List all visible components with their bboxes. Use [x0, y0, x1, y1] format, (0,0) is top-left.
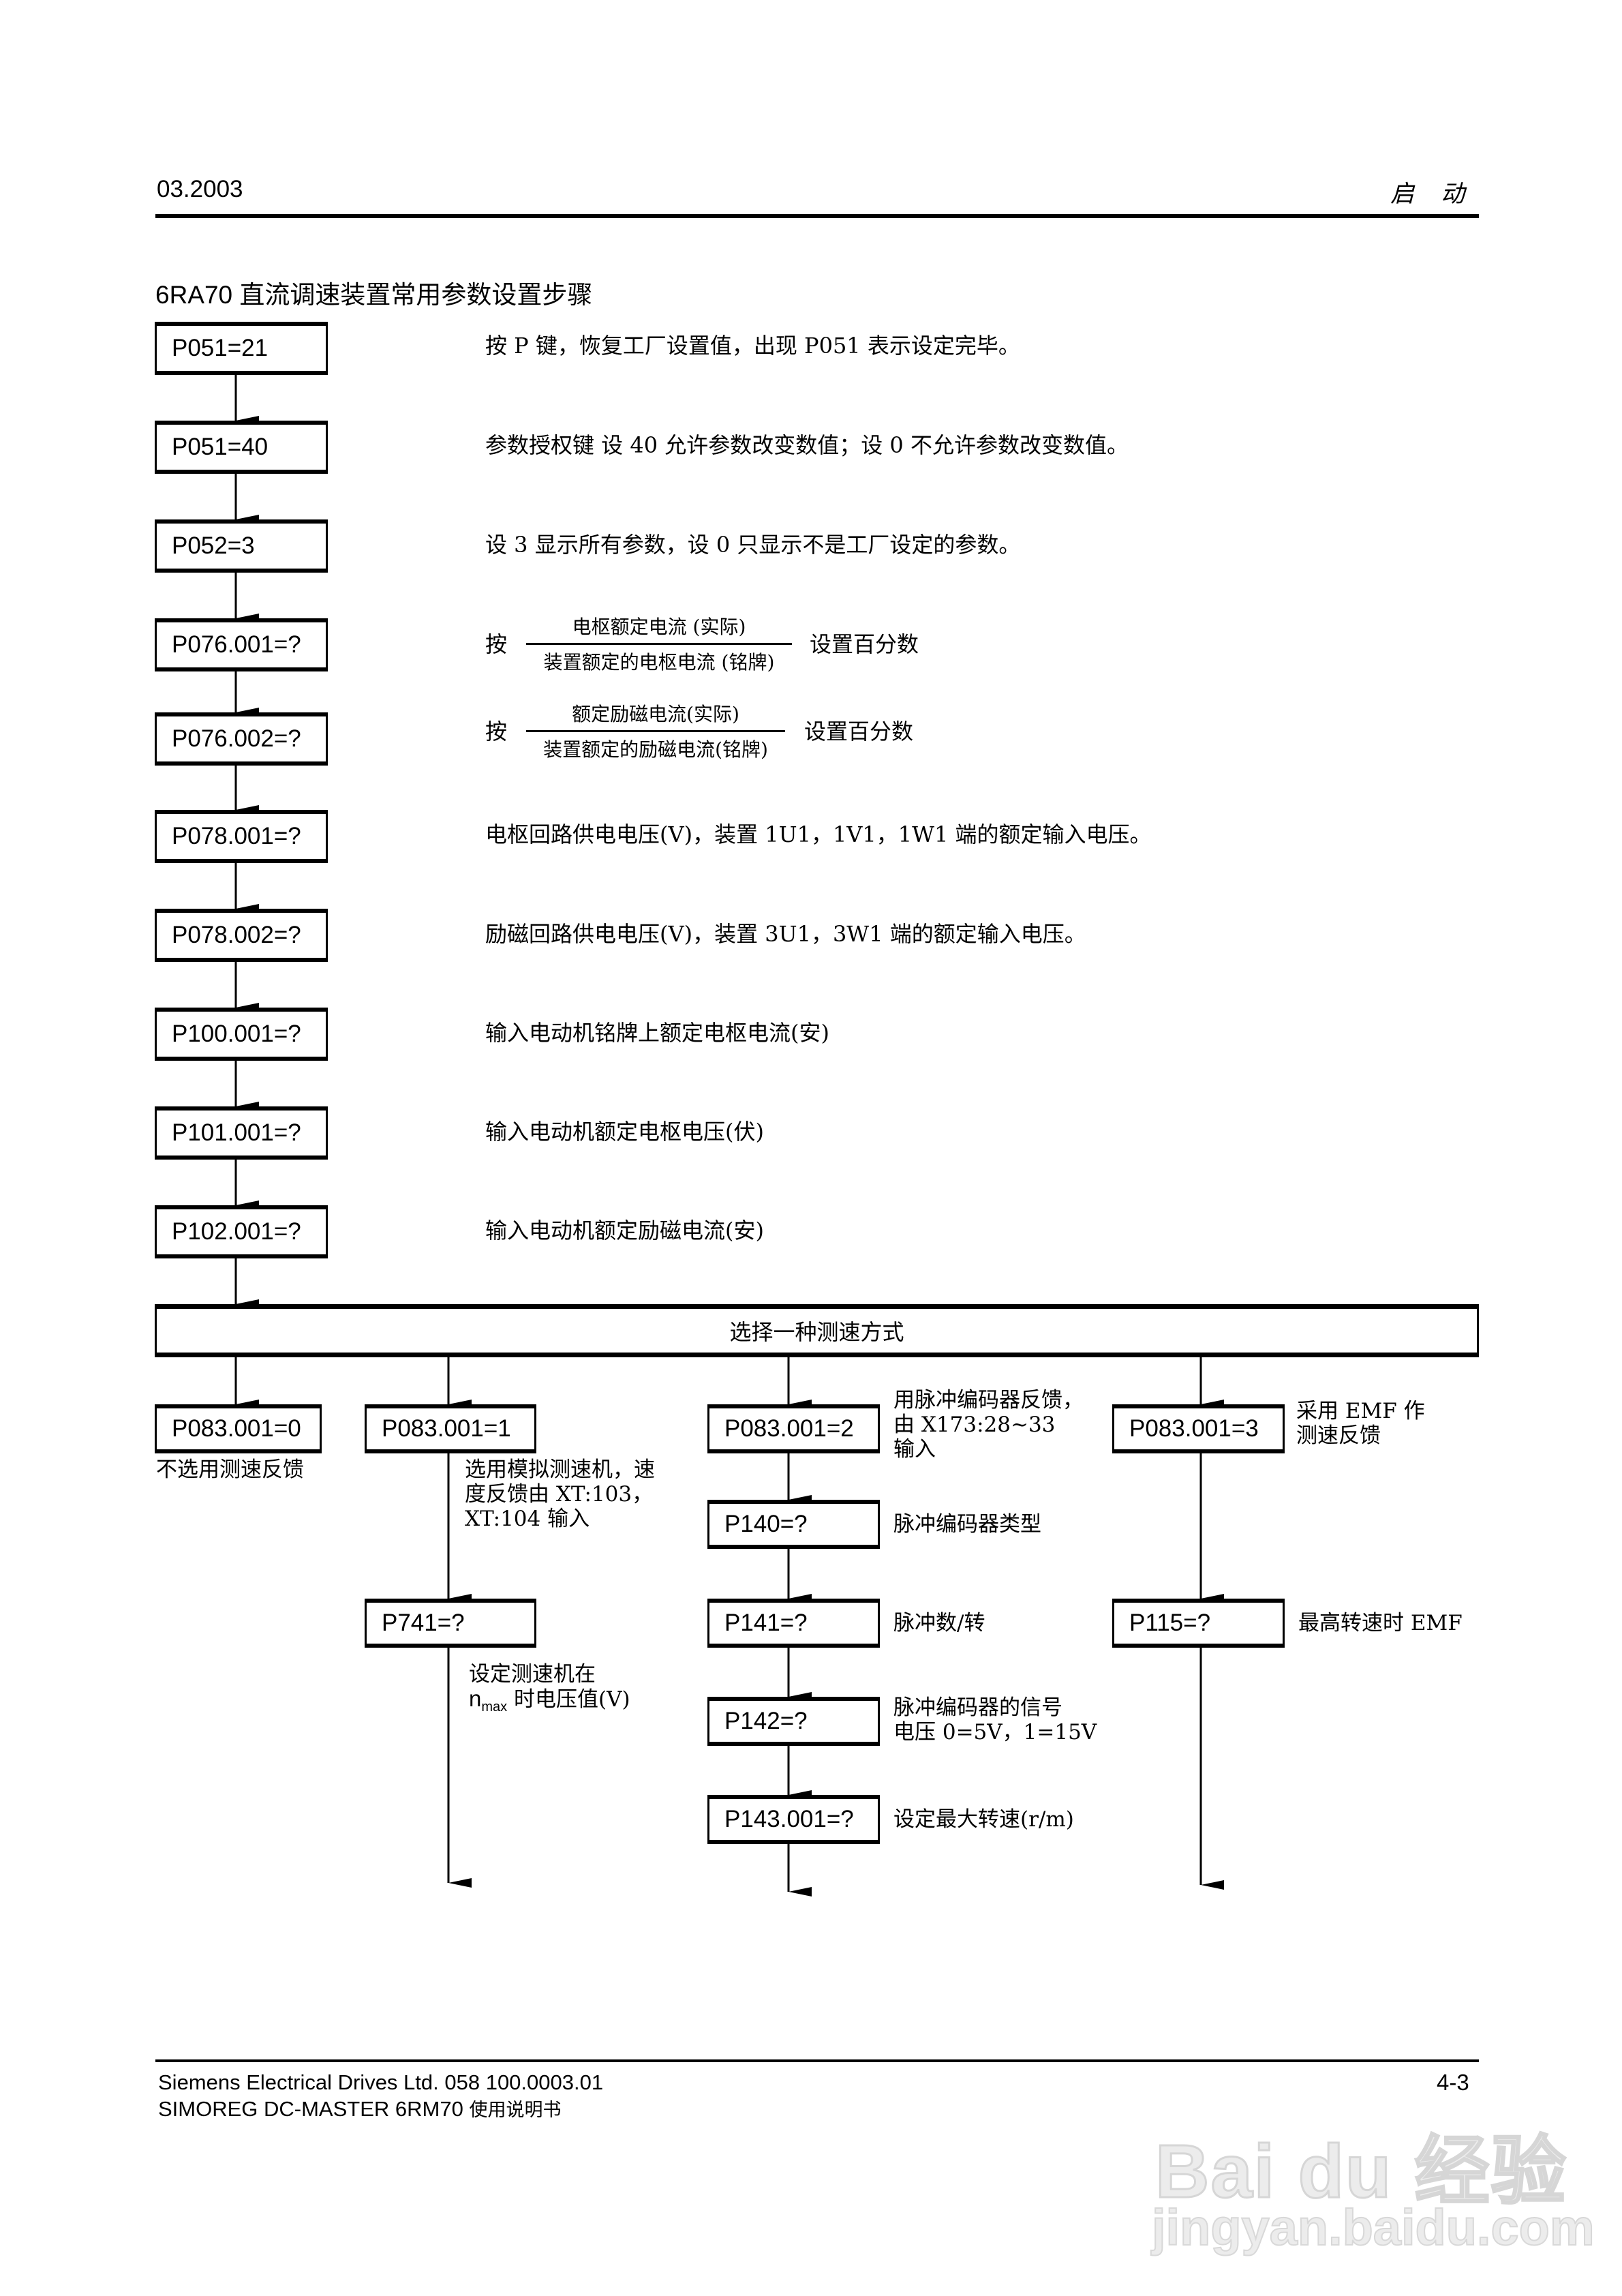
- footer-manual-label: 使用说明书: [469, 2100, 562, 2121]
- step-box-p101-001: P101.001=?: [155, 1106, 328, 1160]
- fraction-numerator-armature: 电枢额定电流 (实际): [572, 616, 746, 638]
- step-desc-p101-001: 输入电动机额定电枢电压(伏): [485, 1119, 764, 1145]
- baidu-watermark-url: jingyan.baidu.com: [1151, 2199, 1595, 2256]
- fraction-line: [526, 730, 785, 732]
- header-section: 启 动: [1390, 181, 1475, 208]
- substep-box-p741: P741=?: [365, 1599, 536, 1648]
- note-line: nmax 时电压值(V): [469, 1687, 630, 1719]
- substep-box-p142: P142=?: [707, 1697, 880, 1746]
- note-text: 时电压值(V): [507, 1687, 630, 1712]
- step-box-p076-001: P076.001=?: [155, 618, 328, 671]
- note-line: 不选用测速反馈: [156, 1457, 304, 1482]
- header-date: 03.2003: [157, 176, 243, 202]
- branch-box-p083-001-0: P083.001=0: [155, 1404, 322, 1453]
- page-title: 6RA70 直流调速装置常用参数设置步骤: [155, 281, 593, 309]
- step-box-p100-001: P100.001=?: [155, 1008, 328, 1061]
- step-desc-p051-40: 参数授权键 设 40 允许参数改变数值；设 0 不允许参数改变数值。: [485, 432, 1129, 458]
- note-line: 测速反馈: [1296, 1423, 1381, 1448]
- branch-note-no-feedback: 不选用测速反馈: [156, 1457, 304, 1482]
- step-box-p051-21: P051=21: [155, 322, 328, 375]
- fraction-denominator-field: 装置额定的励磁电流(铭牌): [543, 738, 768, 761]
- select-speed-feedback-mode-box: 选择一种测速方式: [155, 1304, 1479, 1357]
- step-desc-p076-001-suffix: 设置百分数: [810, 631, 919, 657]
- note-line: 度反馈由 XT:103，: [465, 1482, 654, 1507]
- branch-box-p083-001-1: P083.001=1: [365, 1404, 536, 1453]
- substep-note-p142: 脉冲编码器的信号 电压 0=5V，1=15V: [893, 1695, 1097, 1744]
- branch-box-p083-001-3: P083.001=3: [1112, 1404, 1285, 1453]
- footer-product: SIMOREG DC-MASTER 6RM70: [158, 2097, 463, 2121]
- step-box-p078-001: P078.001=?: [155, 810, 328, 863]
- n-symbol: n: [469, 1686, 482, 1711]
- step-box-p102-001: P102.001=?: [155, 1205, 328, 1258]
- fraction-denominator-armature: 装置额定的电枢电流 (铭牌): [543, 651, 775, 674]
- branch-box-p083-001-2: P083.001=2: [707, 1404, 880, 1453]
- branch-note-emf: 采用 EMF 作 测速反馈: [1296, 1399, 1425, 1448]
- step-desc-p102-001: 输入电动机额定励磁电流(安): [485, 1218, 764, 1243]
- note-line: XT:104 输入: [465, 1507, 590, 1531]
- step-desc-p076-002-suffix: 设置百分数: [804, 719, 914, 744]
- substep-note-p741: 设定测速机在 nmax 时电压值(V): [469, 1662, 630, 1719]
- fraction-line: [526, 643, 792, 645]
- page-number: 4-3: [1437, 2070, 1469, 2095]
- note-line: 脉冲编码器的信号: [893, 1695, 1062, 1720]
- substep-box-p141: P141=?: [707, 1599, 880, 1648]
- substep-note-p115: 最高转速时 EMF: [1298, 1611, 1463, 1635]
- substep-box-p140: P140=?: [707, 1500, 880, 1549]
- note-line: 选用模拟测速机，速: [465, 1457, 655, 1482]
- substep-note-p143-001: 设定最大转速(r/m): [893, 1807, 1074, 1832]
- footer-rule: [155, 2059, 1479, 2062]
- step-desc-p051-21: 按 P 键，恢复工厂设置值，出现 P051 表示设定完毕。: [485, 333, 1020, 359]
- step-desc-p078-002: 励磁回路供电电压(V)，装置 3U1，3W1 端的额定输入电压。: [485, 921, 1086, 947]
- step-desc-p052-3: 设 3 显示所有参数，设 0 只显示不是工厂设定的参数。: [485, 532, 1021, 558]
- step-box-p051-40: P051=40: [155, 421, 328, 474]
- max-subscript: max: [481, 1700, 508, 1715]
- note-line: 电压 0=5V，1=15V: [893, 1720, 1097, 1744]
- step-desc-p078-001: 电枢回路供电电压(V)，装置 1U1，1V1，1W1 端的额定输入电压。: [485, 821, 1152, 847]
- step-box-p076-002: P076.002=?: [155, 712, 328, 766]
- footer-company: Siemens Electrical Drives Ltd. 058 100.0…: [158, 2070, 604, 2094]
- footer-manual: SIMOREG DC-MASTER 6RM70 使用说明书: [158, 2096, 561, 2124]
- note-line: 用脉冲编码器反馈，: [893, 1388, 1084, 1413]
- step-desc-p076-001-prefix: 按: [485, 631, 508, 657]
- note-line: 由 X173:28~33: [893, 1413, 1056, 1437]
- fraction-numerator-field: 额定励磁电流(实际): [572, 703, 739, 725]
- note-line: 设定测速机在: [469, 1662, 596, 1687]
- step-box-p052-3: P052=3: [155, 519, 328, 573]
- substep-note-p140: 脉冲编码器类型: [893, 1512, 1041, 1537]
- substep-box-p115: P115=?: [1112, 1599, 1285, 1648]
- branch-note-pulse-encoder: 用脉冲编码器反馈， 由 X173:28~33 输入: [893, 1388, 1084, 1462]
- note-line: 输入: [893, 1437, 936, 1462]
- header-rule: [155, 214, 1479, 218]
- step-box-p078-002: P078.002=?: [155, 909, 328, 962]
- step-desc-p100-001: 输入电动机铭牌上额定电枢电流(安): [485, 1020, 829, 1046]
- substep-box-p143-001: P143.001=?: [707, 1795, 880, 1844]
- baidu-watermark-logo: Bai du 经验: [1154, 2129, 1567, 2215]
- note-line: 采用 EMF 作: [1296, 1399, 1425, 1423]
- branch-note-analog-tacho: 选用模拟测速机，速 度反馈由 XT:103， XT:104 输入: [465, 1457, 655, 1531]
- substep-note-p141: 脉冲数/转: [893, 1611, 985, 1635]
- step-desc-p076-002-prefix: 按: [485, 719, 508, 744]
